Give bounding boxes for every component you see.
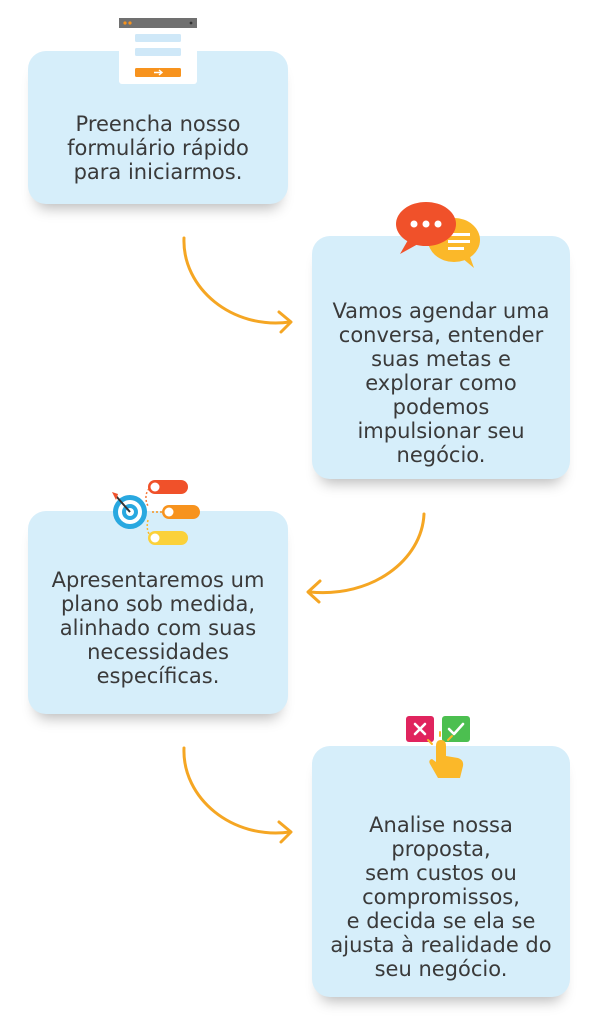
form-window-icon [119, 18, 197, 84]
decision-click-icon [404, 714, 476, 782]
step-1-text: Preencha nosso formulário rápido para in… [67, 111, 249, 184]
arrow-right-down-2 [178, 746, 300, 846]
arrow-right-down-1 [178, 236, 300, 336]
target-plan-icon [108, 476, 202, 548]
step-4-text: Analise nossa proposta, sem custos ou co… [330, 812, 552, 981]
arrow-left-down [300, 512, 430, 607]
step-3-text: Apresentaremos um plano sob medida, alin… [51, 567, 265, 688]
step-2-text: Vamos agendar uma conversa, entender sua… [332, 298, 550, 467]
step-card-2: Vamos agendar uma conversa, entender sua… [312, 236, 570, 479]
chat-bubbles-icon [394, 200, 488, 270]
step-card-4: Analise nossa proposta, sem custos ou co… [312, 746, 570, 997]
